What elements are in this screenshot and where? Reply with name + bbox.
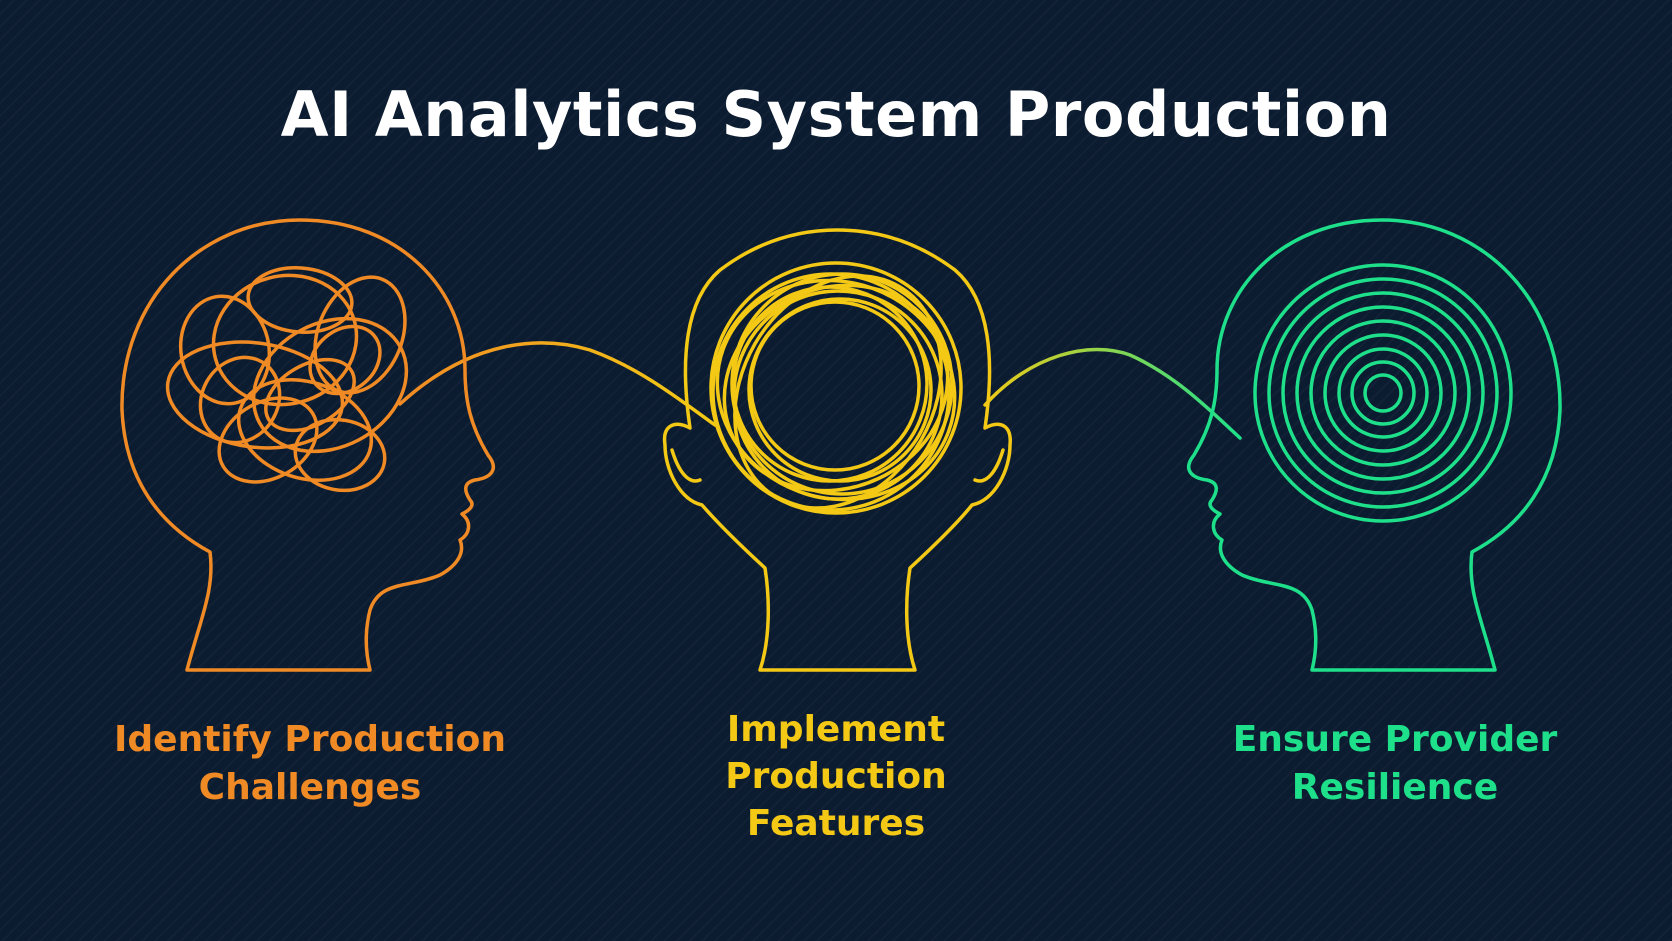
stage-label-line: Ensure Provider xyxy=(1232,719,1558,760)
concentric-spiral-icon xyxy=(1253,263,1513,523)
stage-label-line: Implement xyxy=(726,709,946,750)
stage-label-line: Production xyxy=(725,756,947,797)
head-outline-left xyxy=(120,218,495,672)
ear-left-detail xyxy=(670,448,702,483)
head-profile-right-tangled-scribble-icon xyxy=(120,218,495,672)
head-front-circular-loops-icon xyxy=(662,228,1012,672)
head-outline-front xyxy=(662,228,1012,672)
page-title: AI Analytics System Production xyxy=(280,78,1392,151)
stage-label-provider-resilience: Ensure Provider Resilience xyxy=(1165,716,1625,812)
ear-right-detail xyxy=(973,448,1005,483)
stage-label-implement-features: Implement Production Features xyxy=(606,706,1066,847)
connector-line-2-3 xyxy=(983,347,1242,440)
stage-label-line: Resilience xyxy=(1291,767,1499,808)
connector-line-1-2 xyxy=(398,341,717,427)
head-profile-left-concentric-spiral-icon xyxy=(1187,218,1562,672)
stage-label-line: Identify Production xyxy=(114,719,506,760)
stage-label-identify-challenges: Identify Production Challenges xyxy=(80,716,540,812)
circular-loops-icon xyxy=(709,261,963,515)
stage-label-line: Challenges xyxy=(198,767,422,808)
stage-label-line: Features xyxy=(746,803,926,844)
head-outline-right xyxy=(1187,218,1562,672)
tangled-scribble-icon xyxy=(165,266,409,493)
